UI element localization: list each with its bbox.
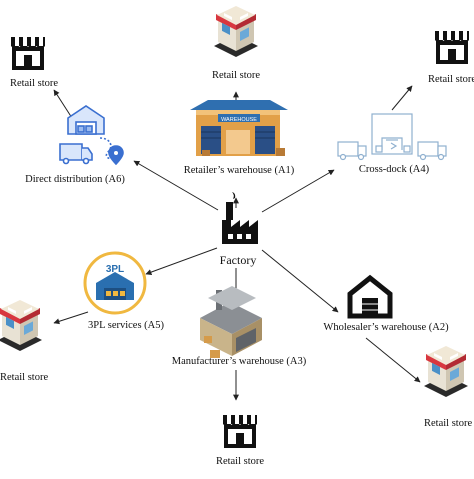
store-icon-topleft — [9, 35, 47, 70]
label-tpl-services: 3PL services (A5) — [87, 320, 165, 331]
connector-arrows — [53, 85, 421, 401]
label-cross-dock: Cross-dock (A4) — [358, 164, 430, 175]
label-left-store: Retail store — [0, 372, 49, 383]
label-manufacturers-warehouse: Manufacturer’s warehouse (A3) — [171, 356, 307, 367]
label-retailers-warehouse: Retailer’s warehouse (A1) — [183, 165, 295, 176]
retailers-warehouse-icon: WAREHOUSE — [190, 100, 288, 156]
store-icon-right — [424, 346, 468, 397]
label-right-store: Retail store — [424, 418, 473, 429]
store-icon-bottom — [221, 413, 259, 448]
store-icon-topright — [433, 29, 471, 64]
factory-icon — [222, 192, 258, 244]
store-icon-top — [214, 6, 258, 57]
cross-dock-icon — [337, 113, 447, 161]
tpl-services-icon: 3PL — [83, 251, 147, 315]
label-bottom-store: Retail store — [215, 456, 265, 467]
label-wholesalers-warehouse: Wholesaler’s warehouse (A2) — [323, 322, 449, 333]
label-top-store: Retail store — [211, 70, 261, 81]
wholesalers-warehouse-icon — [347, 274, 393, 319]
label-topright-store: Retail store — [427, 74, 474, 85]
warehouse-sign-text: WAREHOUSE — [221, 117, 257, 123]
store-icon-left — [0, 300, 42, 351]
label-direct-distribution: Direct distribution (A6) — [25, 174, 125, 185]
tpl-badge-text: 3PL — [106, 264, 124, 275]
direct-distribution-icon — [59, 105, 124, 166]
label-factory: Factory — [219, 253, 257, 267]
label-topleft-store: Retail store — [9, 78, 59, 89]
manufacturers-warehouse-icon — [200, 286, 262, 358]
